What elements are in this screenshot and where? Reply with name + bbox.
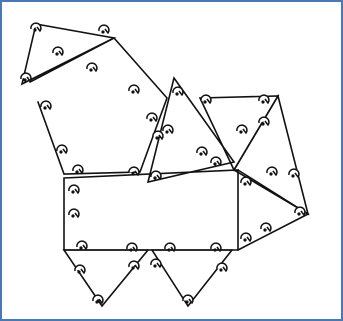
- connector-clip: [151, 171, 161, 179]
- connector-clip: [295, 207, 305, 215]
- connector-clip: [87, 63, 97, 71]
- connector-clip: [173, 87, 183, 95]
- connector-clip: [151, 259, 161, 267]
- connector-clip: [41, 101, 51, 109]
- connector-clip: [197, 147, 207, 155]
- connector-clip: [147, 113, 157, 121]
- connector-clip: [163, 125, 173, 133]
- connector-clip: [31, 23, 41, 31]
- connector-clip: [267, 167, 277, 175]
- connector-clip: [77, 241, 87, 249]
- connector-clip: [261, 223, 271, 231]
- connector-clip: [237, 125, 247, 133]
- connector-clip: [217, 263, 227, 271]
- connector-clip: [69, 185, 79, 193]
- connector-clip: [241, 177, 251, 185]
- connector-clip: [259, 95, 269, 103]
- connector-clip: [183, 295, 193, 303]
- connector-clip: [129, 261, 139, 269]
- connector-clip: [75, 265, 85, 273]
- connector-clip: [57, 145, 67, 153]
- right-lower-triangle: [234, 96, 308, 214]
- connector-clip: [289, 169, 299, 177]
- connector-clip: [211, 157, 221, 165]
- connector-clip: [69, 209, 79, 217]
- connector-clip: [129, 85, 139, 93]
- connector-clip: [241, 233, 251, 241]
- connector-clip: [99, 25, 109, 33]
- connector-clip: [53, 47, 63, 55]
- connector-clip: [93, 295, 103, 303]
- tile-figure: [2, 2, 341, 319]
- top-left-triangle: [22, 24, 114, 84]
- connector-clip: [73, 165, 83, 173]
- center-triangle: [148, 78, 234, 182]
- bottom-left-triangle: [64, 250, 148, 306]
- tile-edges: [22, 24, 308, 306]
- connector-clip: [153, 131, 163, 139]
